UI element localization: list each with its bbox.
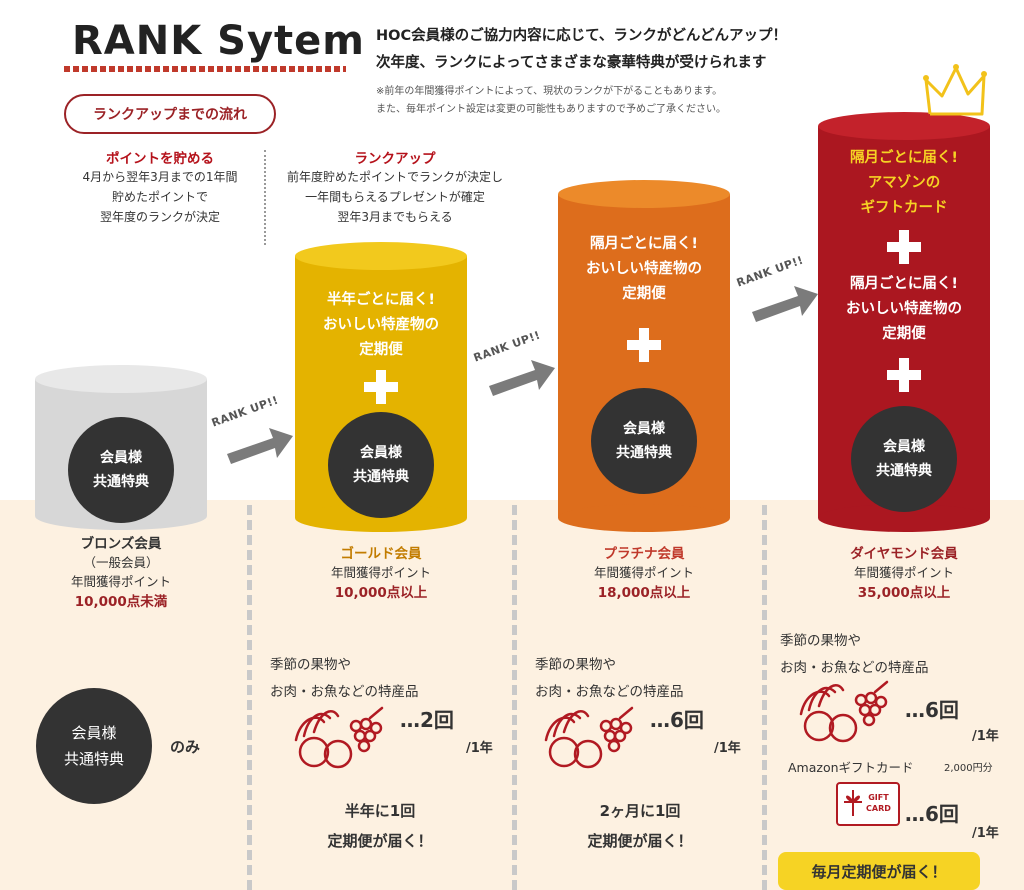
plus-icon xyxy=(627,328,661,362)
points-label: 年間獲得ポイント xyxy=(70,574,171,589)
common-benefit-badge: 会員様共通特典 xyxy=(591,388,697,494)
plus-icon xyxy=(887,358,921,392)
fruit-basket-icon xyxy=(294,706,384,769)
benefit-desc: 季節の果物や お肉・お魚などの特産品 xyxy=(270,657,419,700)
rank-name: ブロンズ会員 xyxy=(80,536,162,552)
bronze-info: ブロンズ会員 （一般会員） 年間獲得ポイント 10,000点未満 xyxy=(35,532,207,610)
step-divider xyxy=(264,150,266,245)
points-label: 年間獲得ポイント xyxy=(330,565,431,580)
rank-name: ダイヤモンド会員 xyxy=(850,546,958,562)
platinum-cylinder-text: 隔月ごとに届く! おいしい特産物の 定期便 xyxy=(586,236,702,302)
fruit-basket-icon xyxy=(544,706,634,769)
rank-points: 10,000点以上 xyxy=(334,585,428,601)
step-accumulate: ポイントを貯める 4月から翌年3月までの1年間 貯めたポイントで 翌年度のランク… xyxy=(60,147,260,227)
benefit-summary: 2ヶ月に1回 定期便が届く！ xyxy=(587,802,693,850)
benefit-per: /1年 xyxy=(972,729,999,744)
common-benefit-badge: 会員様共通特典 xyxy=(328,412,434,518)
step-line: 貯めたポイントで xyxy=(111,190,208,204)
diamond-info: ダイヤモンド会員 年間獲得ポイント 35,000点以上 xyxy=(818,542,990,601)
page-title: RANK Sytem xyxy=(72,18,365,64)
rank-points: 18,000点以上 xyxy=(597,585,691,601)
plus-icon xyxy=(887,230,921,264)
bronze-cylinder: 会員様 共通特典 xyxy=(35,365,207,530)
rank-points: 10,000点未満 xyxy=(74,594,168,610)
benefit-count: …2回 xyxy=(400,708,454,732)
gold-info: ゴールド会員 年間獲得ポイント 10,000点以上 xyxy=(295,542,467,601)
common-benefit-badge: 会員様 共通特典 xyxy=(68,417,174,523)
only-label: のみ xyxy=(170,738,201,756)
diamond-cylinder-text-gift: 隔月ごとに届く! アマゾンの ギフトカード xyxy=(849,150,959,216)
amazon-label: Amazonギフトカード xyxy=(788,760,914,775)
step-title: ランクアップ xyxy=(354,151,436,167)
flow-label: ランクアップまでの流れ xyxy=(64,94,276,134)
gift-card-icon: GIFT CARD xyxy=(836,782,900,826)
platinum-info: プラチナ会員 年間獲得ポイント 18,000点以上 xyxy=(558,542,730,601)
benefit-per: /1年 xyxy=(714,741,741,756)
column-divider xyxy=(512,505,517,890)
gold-cylinder-text: 半年ごとに届く! おいしい特産物の 定期便 xyxy=(323,292,439,358)
monthly-delivery-badge: 毎月定期便が届く！ xyxy=(778,852,980,890)
benefit-count: …6回 xyxy=(650,708,704,732)
step-line: 翌年3月までもらえる xyxy=(337,210,453,224)
step-line: 4月から翌年3月までの1年間 xyxy=(82,170,238,184)
benefit-count: …6回 xyxy=(905,698,959,722)
step-line: 翌年度のランクが決定 xyxy=(99,210,220,224)
rank-points: 35,000点以上 xyxy=(857,585,951,601)
step-line: 一年間もらえるプレゼントが確定 xyxy=(305,190,485,204)
benefit-desc: 季節の果物や お肉・お魚などの特産品 xyxy=(535,657,684,700)
rank-name: プラチナ会員 xyxy=(603,546,685,562)
column-divider xyxy=(247,505,252,890)
plus-icon xyxy=(364,370,398,404)
points-label: 年間獲得ポイント xyxy=(853,565,954,580)
title-underline xyxy=(64,66,346,72)
benefit-desc: 季節の果物や お肉・お魚などの特産品 xyxy=(780,633,929,676)
benefit-summary: 半年に1回 定期便が届く！ xyxy=(327,802,433,850)
fruit-basket-icon xyxy=(799,680,889,743)
gift-per: /1年 xyxy=(972,826,999,841)
rank-sub: （一般会員） xyxy=(83,555,159,570)
gold-cylinder: 半年ごとに届く! おいしい特産物の 定期便 会員様共通特典 xyxy=(295,242,467,532)
common-benefit-badge: 会員様 共通特典 xyxy=(36,688,152,804)
crown-icon xyxy=(923,64,987,116)
platinum-cylinder: 隔月ごとに届く! おいしい特産物の 定期便 会員様共通特典 xyxy=(558,180,730,532)
diamond-cylinder-text-produce: 隔月ごとに届く! おいしい特産物の 定期便 xyxy=(846,276,962,342)
column-divider xyxy=(762,505,767,890)
intro-text: 次年度、ランクによってさまざまな豪華特典が受けられます xyxy=(376,55,767,71)
ribbon-icon xyxy=(844,790,862,816)
points-label: 年間獲得ポイント xyxy=(593,565,694,580)
benefit-per: /1年 xyxy=(466,741,493,756)
step-title: ポイントを貯める xyxy=(106,151,214,167)
amazon-amount: 2,000円分 xyxy=(944,763,993,774)
common-benefit-badge: 会員様共通特典 xyxy=(851,406,957,512)
rank-name: ゴールド会員 xyxy=(340,546,422,562)
rank-up-arrow-icon xyxy=(752,286,818,322)
note-text: ※前年の年間獲得ポイントによって、現状のランクが下がることもあります。 xyxy=(376,86,723,97)
step-line: 前年度貯めたポイントでランクが決定し xyxy=(286,170,503,184)
note-text: また、毎年ポイント設定は変更の可能性もありますので予めご了承ください。 xyxy=(376,104,726,115)
diamond-cylinder: 隔月ごとに届く! アマゾンの ギフトカード 隔月ごとに届く! おいしい特産物の … xyxy=(818,112,990,532)
rank-up-arrow-icon xyxy=(227,428,293,464)
rank-up-arrow-icon xyxy=(489,360,555,396)
gift-count: …6回 xyxy=(905,802,959,826)
step-rankup: ランクアップ 前年度貯めたポイントでランクが決定し 一年間もらえるプレゼントが確… xyxy=(270,147,520,227)
intro-text: HOC会員様のご協力内容に応じて、ランクがどんどんアップ！ xyxy=(376,28,787,44)
